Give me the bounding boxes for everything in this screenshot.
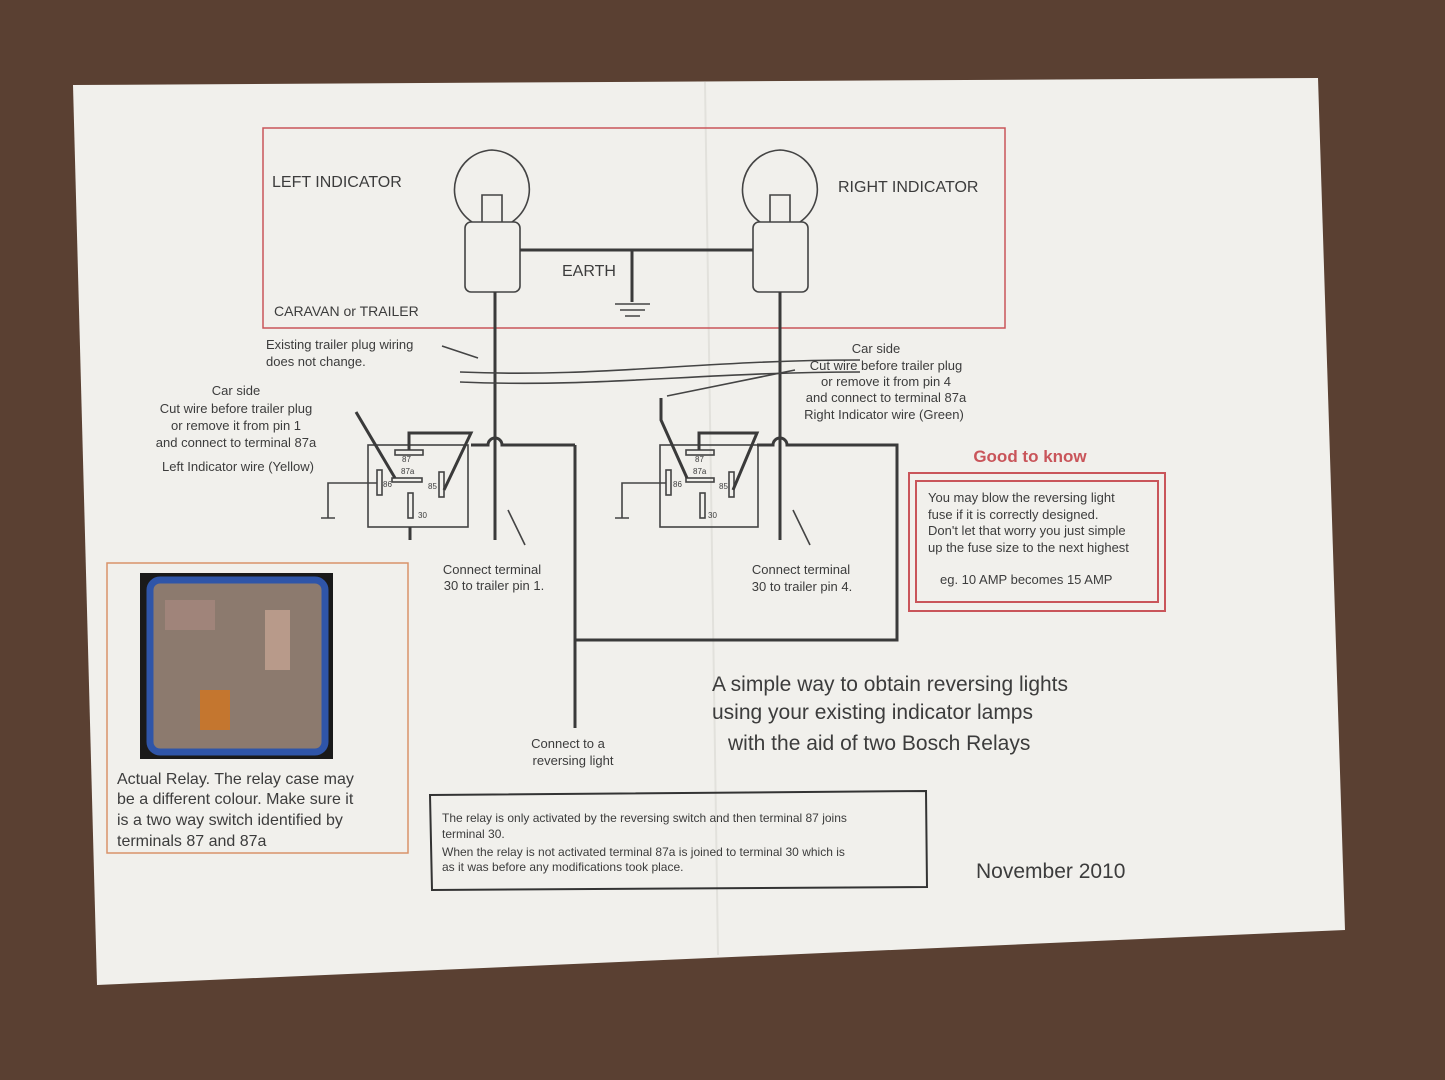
note-line: Connect to a xyxy=(531,736,605,751)
good-to-know-box: Good to know You may blow the reversing … xyxy=(908,447,1166,612)
right-relay: 87 87a 86 85 30 xyxy=(573,369,899,728)
earth-label: EARTH xyxy=(562,263,616,280)
note-line: Connect terminal xyxy=(443,562,541,577)
paper-fold xyxy=(704,81,719,956)
terminal-87a: 87a xyxy=(401,467,415,476)
trailer-box: LEFT INDICATOR RIGHT INDICATOR EARTH CAR… xyxy=(262,127,1006,329)
relay-note-box: The relay is only activated by the rever… xyxy=(428,789,929,892)
note-line: terminal 30. xyxy=(442,827,505,841)
terminal-86: 86 xyxy=(383,480,392,489)
terminal-30: 30 xyxy=(418,511,427,520)
note-line: reversing light xyxy=(533,753,614,768)
note-line: Car side xyxy=(852,341,900,356)
caption-line: is a two way switch identified by xyxy=(117,812,343,829)
plug-note: does not change. xyxy=(266,354,366,369)
note-line: 30 to trailer pin 1. xyxy=(444,578,544,593)
caption-line: Actual Relay. The relay case may xyxy=(117,771,354,788)
headline-line: with the aid of two Bosch Relays xyxy=(727,732,1030,755)
terminal-85: 85 xyxy=(719,482,728,491)
indicator-wires xyxy=(493,292,782,540)
note-line: Right Indicator wire (Green) xyxy=(804,407,964,422)
note-line: The relay is only activated by the rever… xyxy=(442,811,847,825)
date-label: November 2010 xyxy=(976,860,1125,883)
paper-sheet xyxy=(73,78,1345,985)
pointer xyxy=(792,509,811,546)
note-line: as it was before any modifications took … xyxy=(442,860,683,874)
terminal-87: 87 xyxy=(402,455,411,464)
terminal-87a: 87a xyxy=(693,467,707,476)
plug-note: Existing trailer plug wiring xyxy=(266,337,413,352)
note-line: or remove it from pin 4 xyxy=(821,374,951,389)
terminal-85: 85 xyxy=(428,482,437,491)
right-note: Car side Cut wire before trailer plug or… xyxy=(804,341,967,422)
headline-line: A simple way to obtain reversing lights xyxy=(712,673,1068,696)
note-line: Don't let that worry you just simple xyxy=(928,523,1126,538)
fuse-example: eg. 10 AMP becomes 15 AMP xyxy=(940,572,1112,587)
good-to-know-title: Good to know xyxy=(973,447,1087,466)
note-line: Cut wire before trailer plug xyxy=(160,401,312,416)
left-note: Car side Cut wire before trailer plug or… xyxy=(156,383,317,474)
note-line: fuse if it is correctly designed. xyxy=(928,507,1099,522)
note-line: and connect to terminal 87a xyxy=(806,390,967,405)
note-line: and connect to terminal 87a xyxy=(156,435,317,450)
left-bulb-icon xyxy=(453,149,531,293)
left-relay: 87 87a 86 85 30 xyxy=(321,411,575,540)
caption-line: be a different colour. Make sure it xyxy=(117,791,354,808)
relay-photo-box: Actual Relay. The relay case may be a di… xyxy=(106,562,409,854)
headline-line: using your existing indicator lamps xyxy=(712,701,1033,724)
terminal-86: 86 xyxy=(673,480,682,489)
right-indicator-label: RIGHT INDICATOR xyxy=(838,179,978,196)
headline: A simple way to obtain reversing lights … xyxy=(712,673,1068,755)
note-line: When the relay is not activated terminal… xyxy=(442,845,845,859)
note-line: 30 to trailer pin 4. xyxy=(752,579,852,594)
note-line: up the fuse size to the next highest xyxy=(928,540,1129,555)
plug-note-pointer xyxy=(441,345,479,359)
earth-wiring xyxy=(520,248,753,317)
note-line: Cut wire before trailer plug xyxy=(810,358,962,373)
caravan-label: CARAVAN or TRAILER xyxy=(274,303,419,319)
note-line: or remove it from pin 1 xyxy=(171,418,301,433)
terminal-87: 87 xyxy=(695,455,704,464)
terminal-30: 30 xyxy=(708,511,717,520)
left-indicator-label: LEFT INDICATOR xyxy=(272,174,402,191)
note-line: You may blow the reversing light xyxy=(928,490,1115,505)
connect-notes: Connect terminal 30 to trailer pin 1. Co… xyxy=(443,562,852,768)
note-line: Car side xyxy=(212,383,260,398)
note-line: Left Indicator wire (Yellow) xyxy=(162,459,314,474)
ground-icon xyxy=(615,303,650,317)
trailer-plug-boundary xyxy=(459,359,861,385)
caption-line: terminals 87 and 87a xyxy=(117,833,267,850)
pointer xyxy=(507,509,526,546)
note-line: Connect terminal xyxy=(752,562,850,577)
